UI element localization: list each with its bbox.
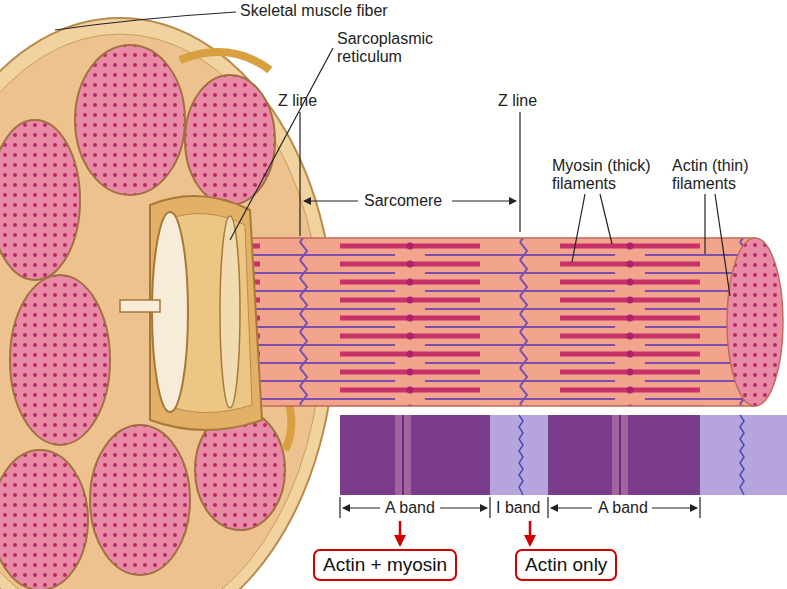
part-label: Sarcomere [361, 192, 445, 210]
callout-text: Actin only [525, 554, 607, 575]
callout-text: Actin + myosin [323, 554, 447, 575]
part-label: A band [382, 499, 438, 517]
part-label: Z line [498, 92, 537, 110]
part-label: Sarcoplasmic reticulum [337, 30, 455, 66]
callout-box: Actin only [515, 549, 617, 581]
part-label: A band [595, 499, 651, 517]
part-label: Actin (thin) filaments [672, 157, 782, 193]
part-label: Myosin (thick) filaments [552, 157, 672, 193]
callout-box: Actin + myosin [313, 549, 457, 581]
part-label: I band [493, 499, 543, 517]
part-label: Z line [278, 92, 317, 110]
part-label: Skeletal muscle fiber [240, 2, 388, 20]
